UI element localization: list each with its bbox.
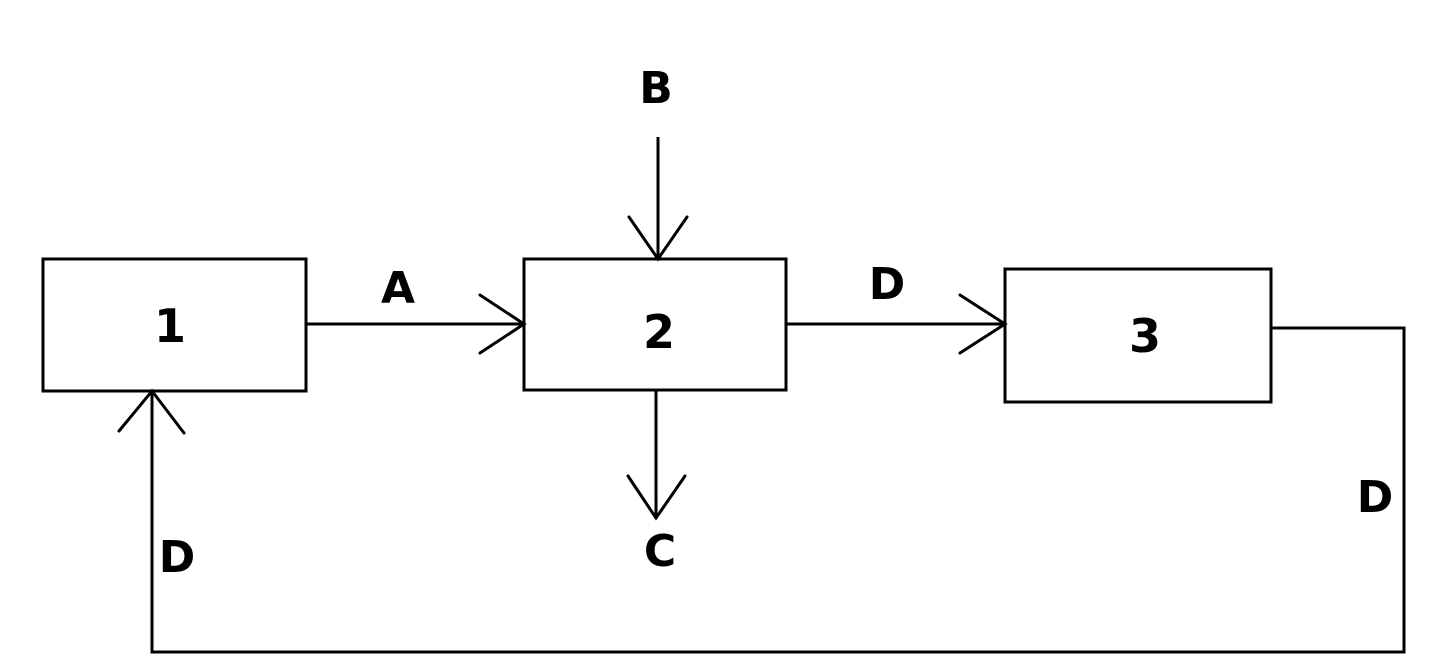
edge-d-right-label: D: [1357, 472, 1394, 523]
node-1-box: [41, 257, 308, 393]
edge-d-left-label: D: [159, 532, 196, 583]
edge-d-3-to-1-line: [150, 326, 1406, 654]
node-3: 3: [1003, 267, 1273, 404]
edge-a-label: A: [381, 263, 415, 314]
edge-a: A: [306, 263, 527, 355]
node-2-label: 2: [643, 305, 675, 359]
node-3-label: 3: [1129, 309, 1161, 363]
edge-b-arrowhead: [627, 215, 689, 262]
node-1: 1: [41, 257, 308, 393]
edge-c-label: C: [644, 526, 676, 577]
edge-c: C: [626, 390, 687, 577]
node-2: 2: [522, 257, 788, 392]
edge-a-arrowhead: [478, 293, 527, 355]
node-1-label: 1: [154, 299, 186, 353]
edge-c-arrowhead: [626, 474, 687, 521]
edge-b: B: [627, 63, 689, 262]
edge-b-label: B: [639, 63, 673, 114]
node-3-box: [1003, 267, 1273, 404]
edge-d-3-to-1: D D: [117, 326, 1406, 654]
edge-d-2-to-3-label: D: [869, 259, 906, 310]
edge-d-3-to-1-arrowhead: [117, 388, 186, 435]
edge-d-2-to-3: D: [786, 259, 1008, 355]
edge-d-2-to-3-arrowhead: [958, 293, 1008, 355]
node-2-box: [522, 257, 788, 392]
